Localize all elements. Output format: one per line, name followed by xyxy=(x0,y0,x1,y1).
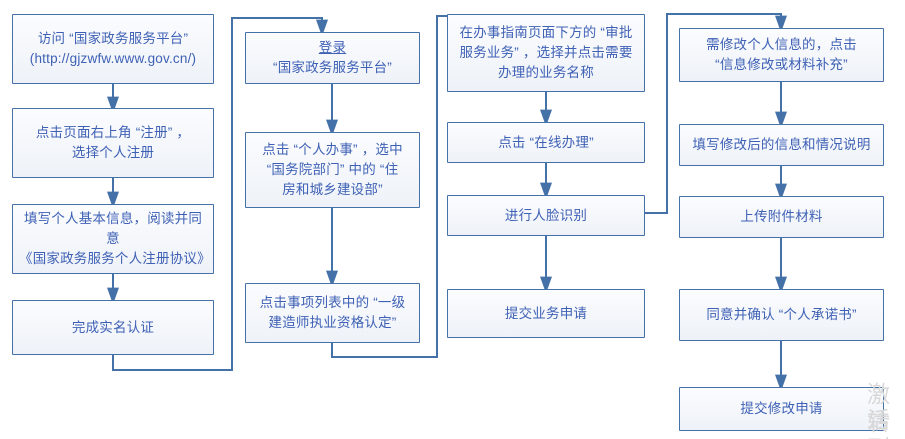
node-choose-approval-service-label: 在办事指南页面下方的 “审批 服务业务” ，选择并点击需要 办理的业务名称 xyxy=(459,25,633,80)
node-finish-realname[interactable]: 完成实名认证 xyxy=(12,300,214,355)
watermark-line-2: 转到 xyxy=(867,410,891,439)
node-submit-modify-application[interactable]: 提交修改申请 xyxy=(679,387,884,431)
node-face-recognition-label: 进行人脸识别 xyxy=(504,207,588,223)
node-click-register[interactable]: 点击页面右上角 “注册” ， 选择个人注册 xyxy=(12,108,214,178)
node-visit-portal-label: 访问 “国家政务服务平台” (http://gjzwfw.www.gov.cn/… xyxy=(29,31,197,66)
node-click-info-modify[interactable]: 需修改个人信息的，点击 “信息修改或材料补充” xyxy=(679,28,884,82)
node-submit-business-application[interactable]: 提交业务申请 xyxy=(447,289,645,338)
node-click-register-label: 点击页面右上角 “注册” ， 选择个人注册 xyxy=(35,125,191,160)
watermark-line-1: 激活 xyxy=(867,382,891,434)
node-click-personal-affairs-label: 点击 “个人办事” ，选中 “国务院部门” 中的 “住 房和城乡建设部” xyxy=(262,142,403,197)
node-visit-portal[interactable]: 访问 “国家政务服务平台” (http://gjzwfw.www.gov.cn/… xyxy=(12,14,214,84)
node-submit-modify-application-label: 提交修改申请 xyxy=(740,401,823,416)
node-fill-modified-info[interactable]: 填写修改后的信息和情况说明 xyxy=(679,124,884,166)
node-face-recognition[interactable]: 进行人脸识别 xyxy=(447,195,645,236)
node-fill-basic-info-label: 填写个人基本信息，阅读并同意 《国家政务服务个人注册协议》 xyxy=(19,211,211,266)
node-click-personal-affairs[interactable]: 点击 “个人办事” ，选中 “国务院部门” 中的 “住 房和城乡建设部” xyxy=(245,132,420,208)
node-login-portal[interactable]: 登录“国家政务服务平台” xyxy=(245,32,420,84)
node-fill-modified-info-label: 填写修改后的信息和情况说明 xyxy=(692,137,871,152)
node-submit-business-application-label: 提交业务申请 xyxy=(504,305,588,321)
node-choose-approval-service[interactable]: 在办事指南页面下方的 “审批 服务业务” ，选择并点击需要 办理的业务名称 xyxy=(447,14,645,92)
node-upload-attachments[interactable]: 上传附件材料 xyxy=(679,196,884,238)
node-click-online-handle[interactable]: 点击 “在线办理” xyxy=(447,122,645,163)
node-click-online-handle-label: 点击 “在线办理” xyxy=(498,134,594,150)
node-upload-attachments-label: 上传附件材料 xyxy=(740,209,823,224)
node-click-item-list[interactable]: 点击事项列表中的 “一级 建造师执业资格认定” xyxy=(245,283,420,343)
node-finish-realname-label: 完成实名认证 xyxy=(71,319,155,335)
node-login-portal-label: 登录“国家政务服务平台” xyxy=(273,40,392,75)
node-click-info-modify-label: 需修改个人信息的，点击 “信息修改或材料补充” xyxy=(706,37,857,72)
node-confirm-commitment-label: 同意并确认 “个人承诺书” xyxy=(706,307,857,322)
node-confirm-commitment[interactable]: 同意并确认 “个人承诺书” xyxy=(679,289,884,341)
node-fill-basic-info[interactable]: 填写个人基本信息，阅读并同意 《国家政务服务个人注册协议》 xyxy=(12,204,214,274)
node-click-item-list-label: 点击事项列表中的 “一级 建造师执业资格认定” xyxy=(259,295,406,330)
